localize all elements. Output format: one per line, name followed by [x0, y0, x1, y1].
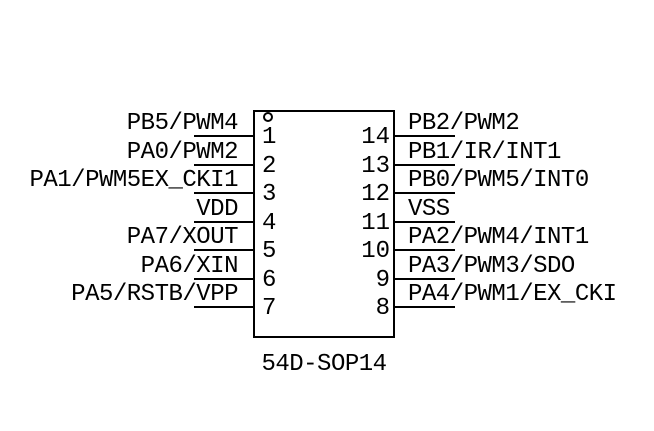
pin1-indicator-icon: [263, 112, 273, 122]
pin-label-left-5: PA7/XOUT: [126, 224, 239, 251]
pin-lead-line-left-4: [194, 221, 254, 223]
pin-number-3: 3: [262, 181, 277, 208]
pin-number-1: 1: [262, 124, 277, 151]
pin-lead-line-left-5: [194, 249, 254, 251]
pin-lead-line-right-12: [393, 192, 455, 194]
pin-lead-line-left-3: [194, 192, 254, 194]
pin-label-right-11: VSS: [408, 196, 450, 223]
pin-number-6: 6: [262, 267, 277, 294]
pin-label-left-2: PA0/PWM2: [126, 139, 239, 166]
pin-label-right-10: PA2/PWM4/INT1: [408, 224, 589, 251]
pin-lead-line-right-14: [393, 135, 455, 137]
pin-number-2: 2: [262, 153, 277, 180]
pin-lead-line-right-10: [393, 249, 455, 251]
pin-label-right-12: PB0/PWM5/INT0: [408, 167, 589, 194]
pin-lead-line-left-1: [194, 135, 254, 137]
pin-label-right-14: PB2/PWM2: [408, 110, 520, 137]
pin-number-11: 11: [361, 210, 390, 237]
pin-label-left-3: PA1/PWM5EX_CKI1: [29, 167, 238, 194]
pin-number-5: 5: [262, 238, 277, 265]
pin-lead-line-left-6: [194, 278, 254, 280]
pin-label-left-4: VDD: [196, 196, 238, 223]
package-name-label: 54D-SOP14: [261, 351, 387, 378]
pin-number-14: 14: [361, 124, 390, 151]
chip-body: [253, 110, 395, 338]
pin-number-8: 8: [375, 295, 390, 322]
pin-number-12: 12: [361, 181, 390, 208]
pin-number-7: 7: [262, 295, 277, 322]
pin-lead-line-right-13: [393, 164, 455, 166]
pin-number-10: 10: [361, 238, 390, 265]
pin-label-right-13: PB1/IR/INT1: [408, 139, 561, 166]
pin-lead-line-left-2: [194, 164, 254, 166]
pin-lead-line-right-11: [393, 221, 455, 223]
pin-label-right-8: PA4/PWM1/EX_CKI: [408, 281, 617, 308]
pin-number-9: 9: [375, 267, 390, 294]
pin-number-4: 4: [262, 210, 277, 237]
pin-lead-line-right-8: [393, 306, 455, 308]
pin-number-13: 13: [361, 153, 390, 180]
pin-label-left-6: PA6/XIN: [140, 253, 239, 280]
pin-lead-line-left-7: [194, 306, 254, 308]
pin-label-left-7: PA5/RSTB/VPP: [71, 281, 238, 308]
pin-label-left-1: PB5/PWM4: [126, 110, 239, 137]
pin-lead-line-right-9: [393, 278, 455, 280]
pin-label-right-9: PA3/PWM3/SDO: [408, 253, 575, 280]
